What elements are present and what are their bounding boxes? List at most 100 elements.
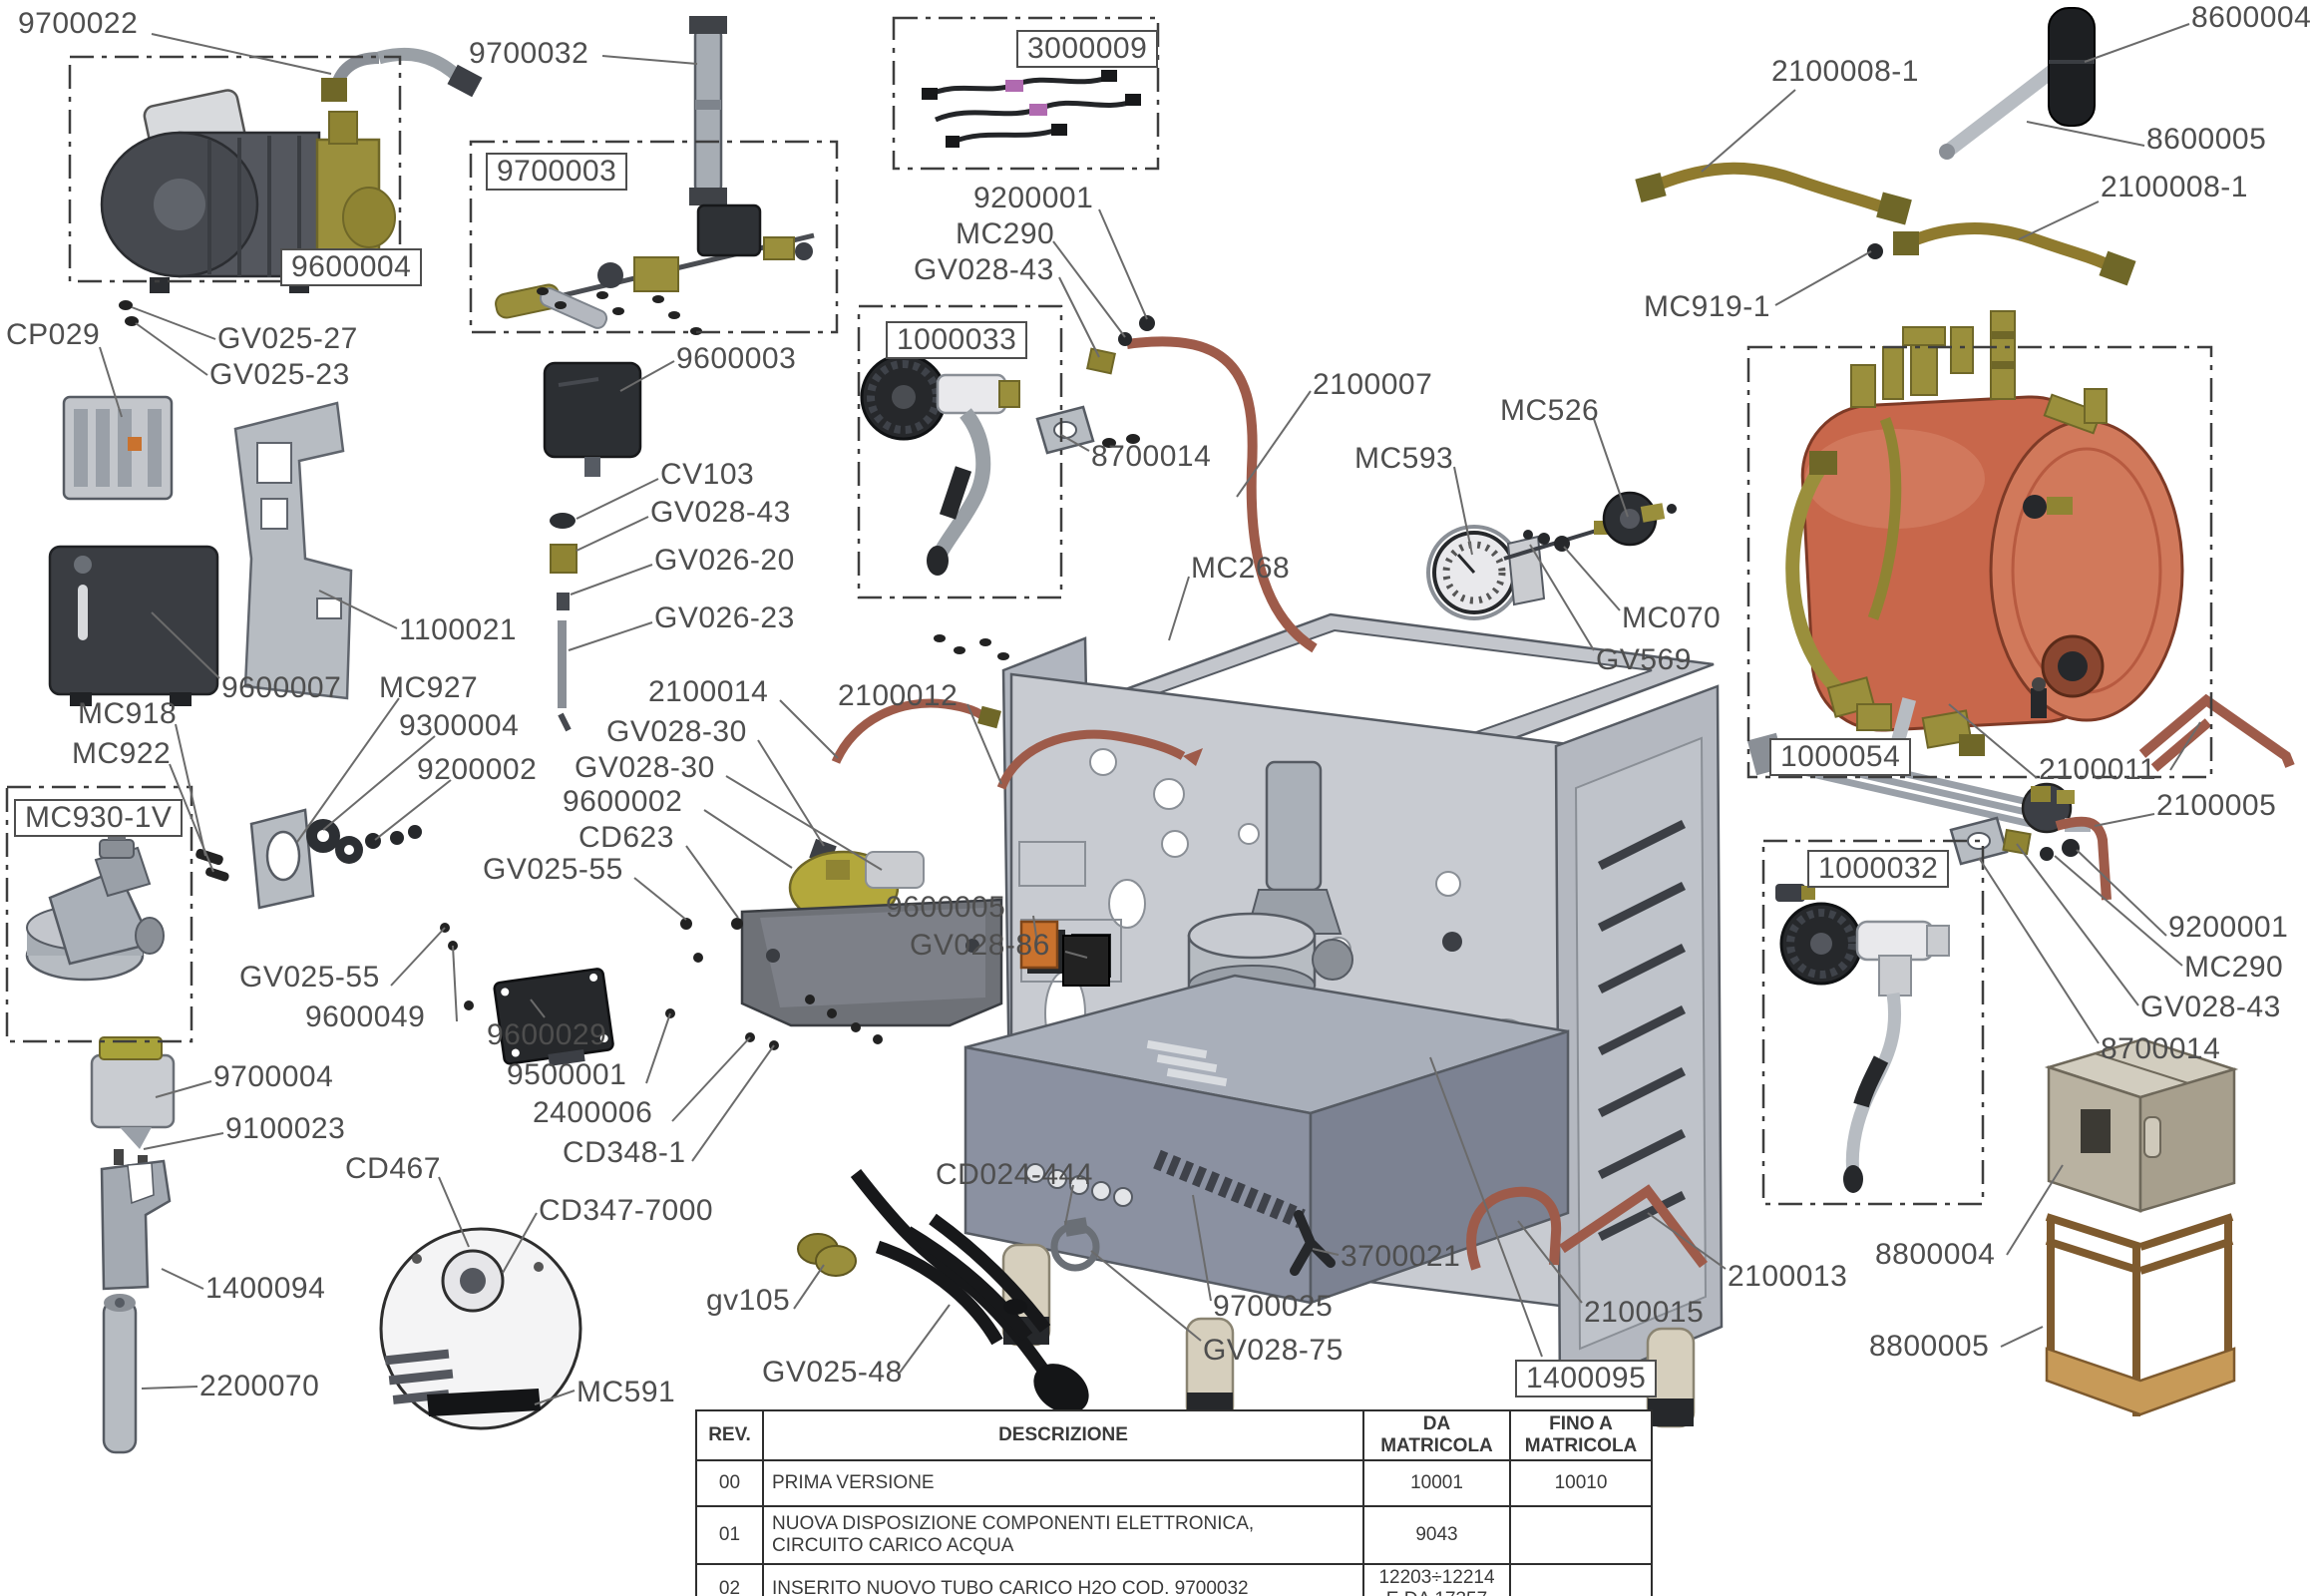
boiler-illustration xyxy=(1785,310,2184,756)
leader-line-9600002 xyxy=(703,809,793,869)
packaging-illustration xyxy=(2044,1037,2239,1416)
leader-line-2100014 xyxy=(779,699,839,759)
reservoir-parts-illustration xyxy=(90,1036,176,1454)
part-label-cd024-444: CD024-444 xyxy=(936,1158,1093,1191)
part-label-9600004: 9600004 xyxy=(280,248,423,286)
leader-line-8800004 xyxy=(2006,1164,2064,1256)
part-label-9600029: 9600029 xyxy=(487,1018,607,1051)
part-label-mc922: MC922 xyxy=(72,737,172,770)
dashed-box-steam-valve-box xyxy=(857,304,1063,599)
dashed-box-hot-water-valve-box xyxy=(1761,839,1985,1206)
leader-line-9200001 xyxy=(1098,208,1148,320)
pump-flange-parts xyxy=(249,808,422,910)
leader-line-9700004 xyxy=(155,1080,212,1098)
part-label-2200070: 2200070 xyxy=(199,1370,320,1402)
leader-line-8700014 xyxy=(1978,857,2100,1044)
part-label-8600005: 8600005 xyxy=(2146,123,2267,156)
part-label-8600004: 8600004 xyxy=(2191,1,2310,34)
part-label-1100021: 1100021 xyxy=(399,613,518,646)
part-label-1000032: 1000032 xyxy=(1807,850,1950,888)
part-label-2100014: 2100014 xyxy=(648,675,769,708)
leader-line-cd623 xyxy=(685,845,739,919)
revision-table-cell-1-2: 9043 xyxy=(1362,1504,1511,1565)
part-label-9300004: 9300004 xyxy=(399,709,520,742)
part-label-8800005: 8800005 xyxy=(1869,1330,1990,1363)
part-label-9700003: 9700003 xyxy=(486,153,628,191)
part-label-9700025: 9700025 xyxy=(1213,1290,1334,1323)
leader-line-1400095 xyxy=(1429,1056,1543,1358)
leader-line-gv569 xyxy=(1529,544,1595,651)
valve-assembly-illustration xyxy=(495,203,815,329)
dashed-box-boiler-box xyxy=(1746,345,2213,779)
leader-line-2400006 xyxy=(671,1036,751,1122)
revision-table-cell-2-0: 02 xyxy=(695,1562,764,1596)
mallet-and-hoses-illustration xyxy=(1635,7,2136,286)
part-label-gv028-30: GV028-30 xyxy=(575,751,715,784)
part-label-gv105: gv105 xyxy=(706,1284,791,1317)
part-label-2100005: 2100005 xyxy=(2156,789,2277,822)
leader-line-2100005 xyxy=(2094,813,2155,827)
leader-line-9500001 xyxy=(645,1012,671,1084)
part-label-cd348-1: CD348-1 xyxy=(563,1136,686,1169)
part-label-mc927: MC927 xyxy=(379,671,479,704)
water-tube-illustration xyxy=(689,16,727,205)
leader-lines-layer xyxy=(99,23,2201,1405)
leader-line-gv105 xyxy=(793,1264,825,1310)
dashed-box-cables-box xyxy=(892,16,1160,171)
leader-line-gv025-55 xyxy=(633,877,687,921)
part-label-9500001: 9500001 xyxy=(507,1058,627,1091)
leader-line-gv028-43 xyxy=(2016,843,2139,1006)
part-label-gv025-55: GV025-55 xyxy=(483,853,623,886)
revision-table-cell-1-3 xyxy=(1509,1504,1653,1565)
mounting-bracket-illustration xyxy=(233,401,353,700)
gauge-and-seal-illustration xyxy=(1426,491,1677,620)
part-label-2100011: 2100011 xyxy=(2039,753,2157,786)
leader-line-9700025 xyxy=(1192,1194,1212,1302)
leader-line-mc927 xyxy=(296,697,400,843)
part-label-1400094: 1400094 xyxy=(205,1272,326,1305)
part-label-cp029: CP029 xyxy=(6,318,101,351)
part-label-8800004: 8800004 xyxy=(1875,1238,1996,1271)
copper-tubes-center xyxy=(831,698,1203,790)
leader-line-9600049 xyxy=(452,945,458,1022)
leader-line-9100023 xyxy=(143,1132,224,1150)
contactor-illustration xyxy=(62,395,174,501)
leader-line-cd024-444 xyxy=(1064,1184,1074,1226)
part-label-2100012: 2100012 xyxy=(838,679,959,712)
leader-line-cp029 xyxy=(99,346,123,418)
leader-line-gv026-20 xyxy=(570,564,653,596)
leader-line-8800005 xyxy=(2000,1326,2044,1348)
part-label-gv028-30: GV028-30 xyxy=(606,715,747,748)
copper-tube-2100007 xyxy=(1126,336,1318,653)
part-label-9700004: 9700004 xyxy=(213,1060,334,1093)
part-label-9600007: 9600007 xyxy=(221,671,342,704)
leader-line-8600005 xyxy=(2026,121,2145,147)
leader-line-2100013 xyxy=(1647,1212,1727,1270)
part-label-1400095: 1400095 xyxy=(1515,1360,1658,1397)
leader-line-mc593 xyxy=(1453,466,1473,556)
part-label-2100007: 2100007 xyxy=(1313,368,1433,401)
fittings-top-center xyxy=(1035,315,1155,455)
leader-line-2100008-1 xyxy=(2018,200,2100,240)
part-label-1000054: 1000054 xyxy=(1769,738,1912,776)
leader-line-mc070 xyxy=(1563,546,1621,611)
leader-line-cd347-7000 xyxy=(502,1212,538,1274)
leader-line-cd467 xyxy=(438,1176,470,1248)
part-label-gv028-43: GV028-43 xyxy=(914,253,1054,286)
leader-line-gv028-30 xyxy=(725,775,883,871)
leader-line-gv025-48 xyxy=(899,1304,951,1374)
part-label-mc526: MC526 xyxy=(1500,394,1600,427)
part-label-3700021: 3700021 xyxy=(1341,1240,1461,1273)
part-label-gv028-86: GV028-86 xyxy=(910,929,1050,962)
part-label-9600005: 9600005 xyxy=(886,891,1006,924)
part-label-2100008-1: 2100008-1 xyxy=(1771,55,1919,88)
revision-table-cell-0-0: 00 xyxy=(695,1458,764,1507)
part-label-8700014: 8700014 xyxy=(2101,1032,2221,1065)
leader-line-mc268 xyxy=(1168,576,1190,641)
